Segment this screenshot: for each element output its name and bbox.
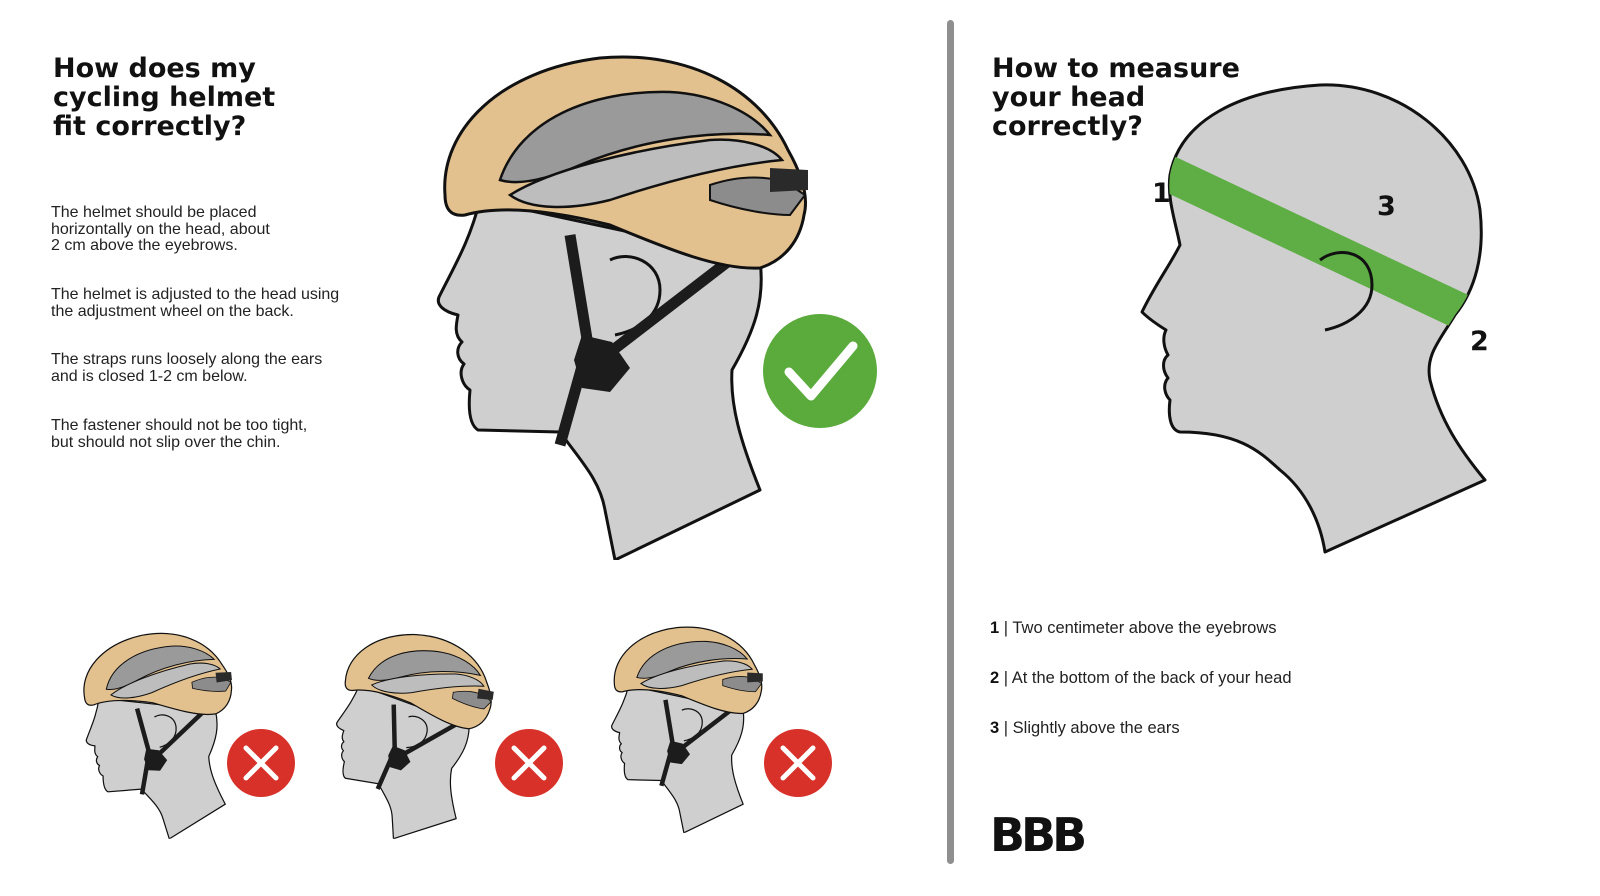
ear [1319,251,1374,332]
step-3: 3 | Slightly above the ears [990,718,1292,768]
step-3-number: 3 [990,719,1000,737]
fit-title-text: How does my cycling helmet fit correctly… [53,53,276,142]
bbb-logo: BBB [990,808,1087,862]
step-1-number: 1 [990,619,1000,637]
step-3-text: | Slightly above the ears [1003,719,1180,737]
measure-title: How to measure your head correctly? [992,54,1292,141]
fit-paragraph-2: The helmet is adjusted to the head using… [51,286,340,320]
step-2-number: 2 [990,669,1000,687]
step-2: 2 | At the bottom of the back of your he… [990,668,1292,718]
marker-3: 3 [1377,191,1396,222]
measure-markers: 1 2 3 [1152,178,1489,357]
cross-icon [495,729,563,797]
step-2-text: | At the bottom of the back of your head [1003,669,1292,687]
step-1: 1 | Two centimeter above the eyebrows [990,618,1292,668]
wrong-fit-illustration-1 [70,610,250,839]
fit-paragraph-3: The straps runs loosely along the ears a… [51,351,323,385]
marker-2: 2 [1470,326,1489,357]
fit-paragraph-1: The helmet should be placed horizontally… [51,204,270,254]
head-measure-diagram [1140,83,1487,554]
checkmark-icon [763,314,877,428]
measure-steps: 1 | Two centimeter above the eyebrows 2 … [990,618,1292,768]
cross-icon [227,729,295,797]
fit-paragraph-4: The fastener should not be too tight, bu… [51,417,308,451]
cross-icon [764,729,832,797]
fit-title: How does my cycling helmet fit correctly… [53,54,353,141]
measure-title-text: How to measure your head correctly? [992,53,1240,142]
wrong-fit-illustration-2 [330,612,510,841]
wrong-fit-illustration-3 [600,612,780,841]
correct-fit-illustration [410,0,850,560]
measure-band [1142,140,1485,350]
step-1-text: | Two centimeter above the eyebrows [1003,619,1277,637]
marker-1: 1 [1152,178,1171,209]
vertical-divider [947,20,954,864]
